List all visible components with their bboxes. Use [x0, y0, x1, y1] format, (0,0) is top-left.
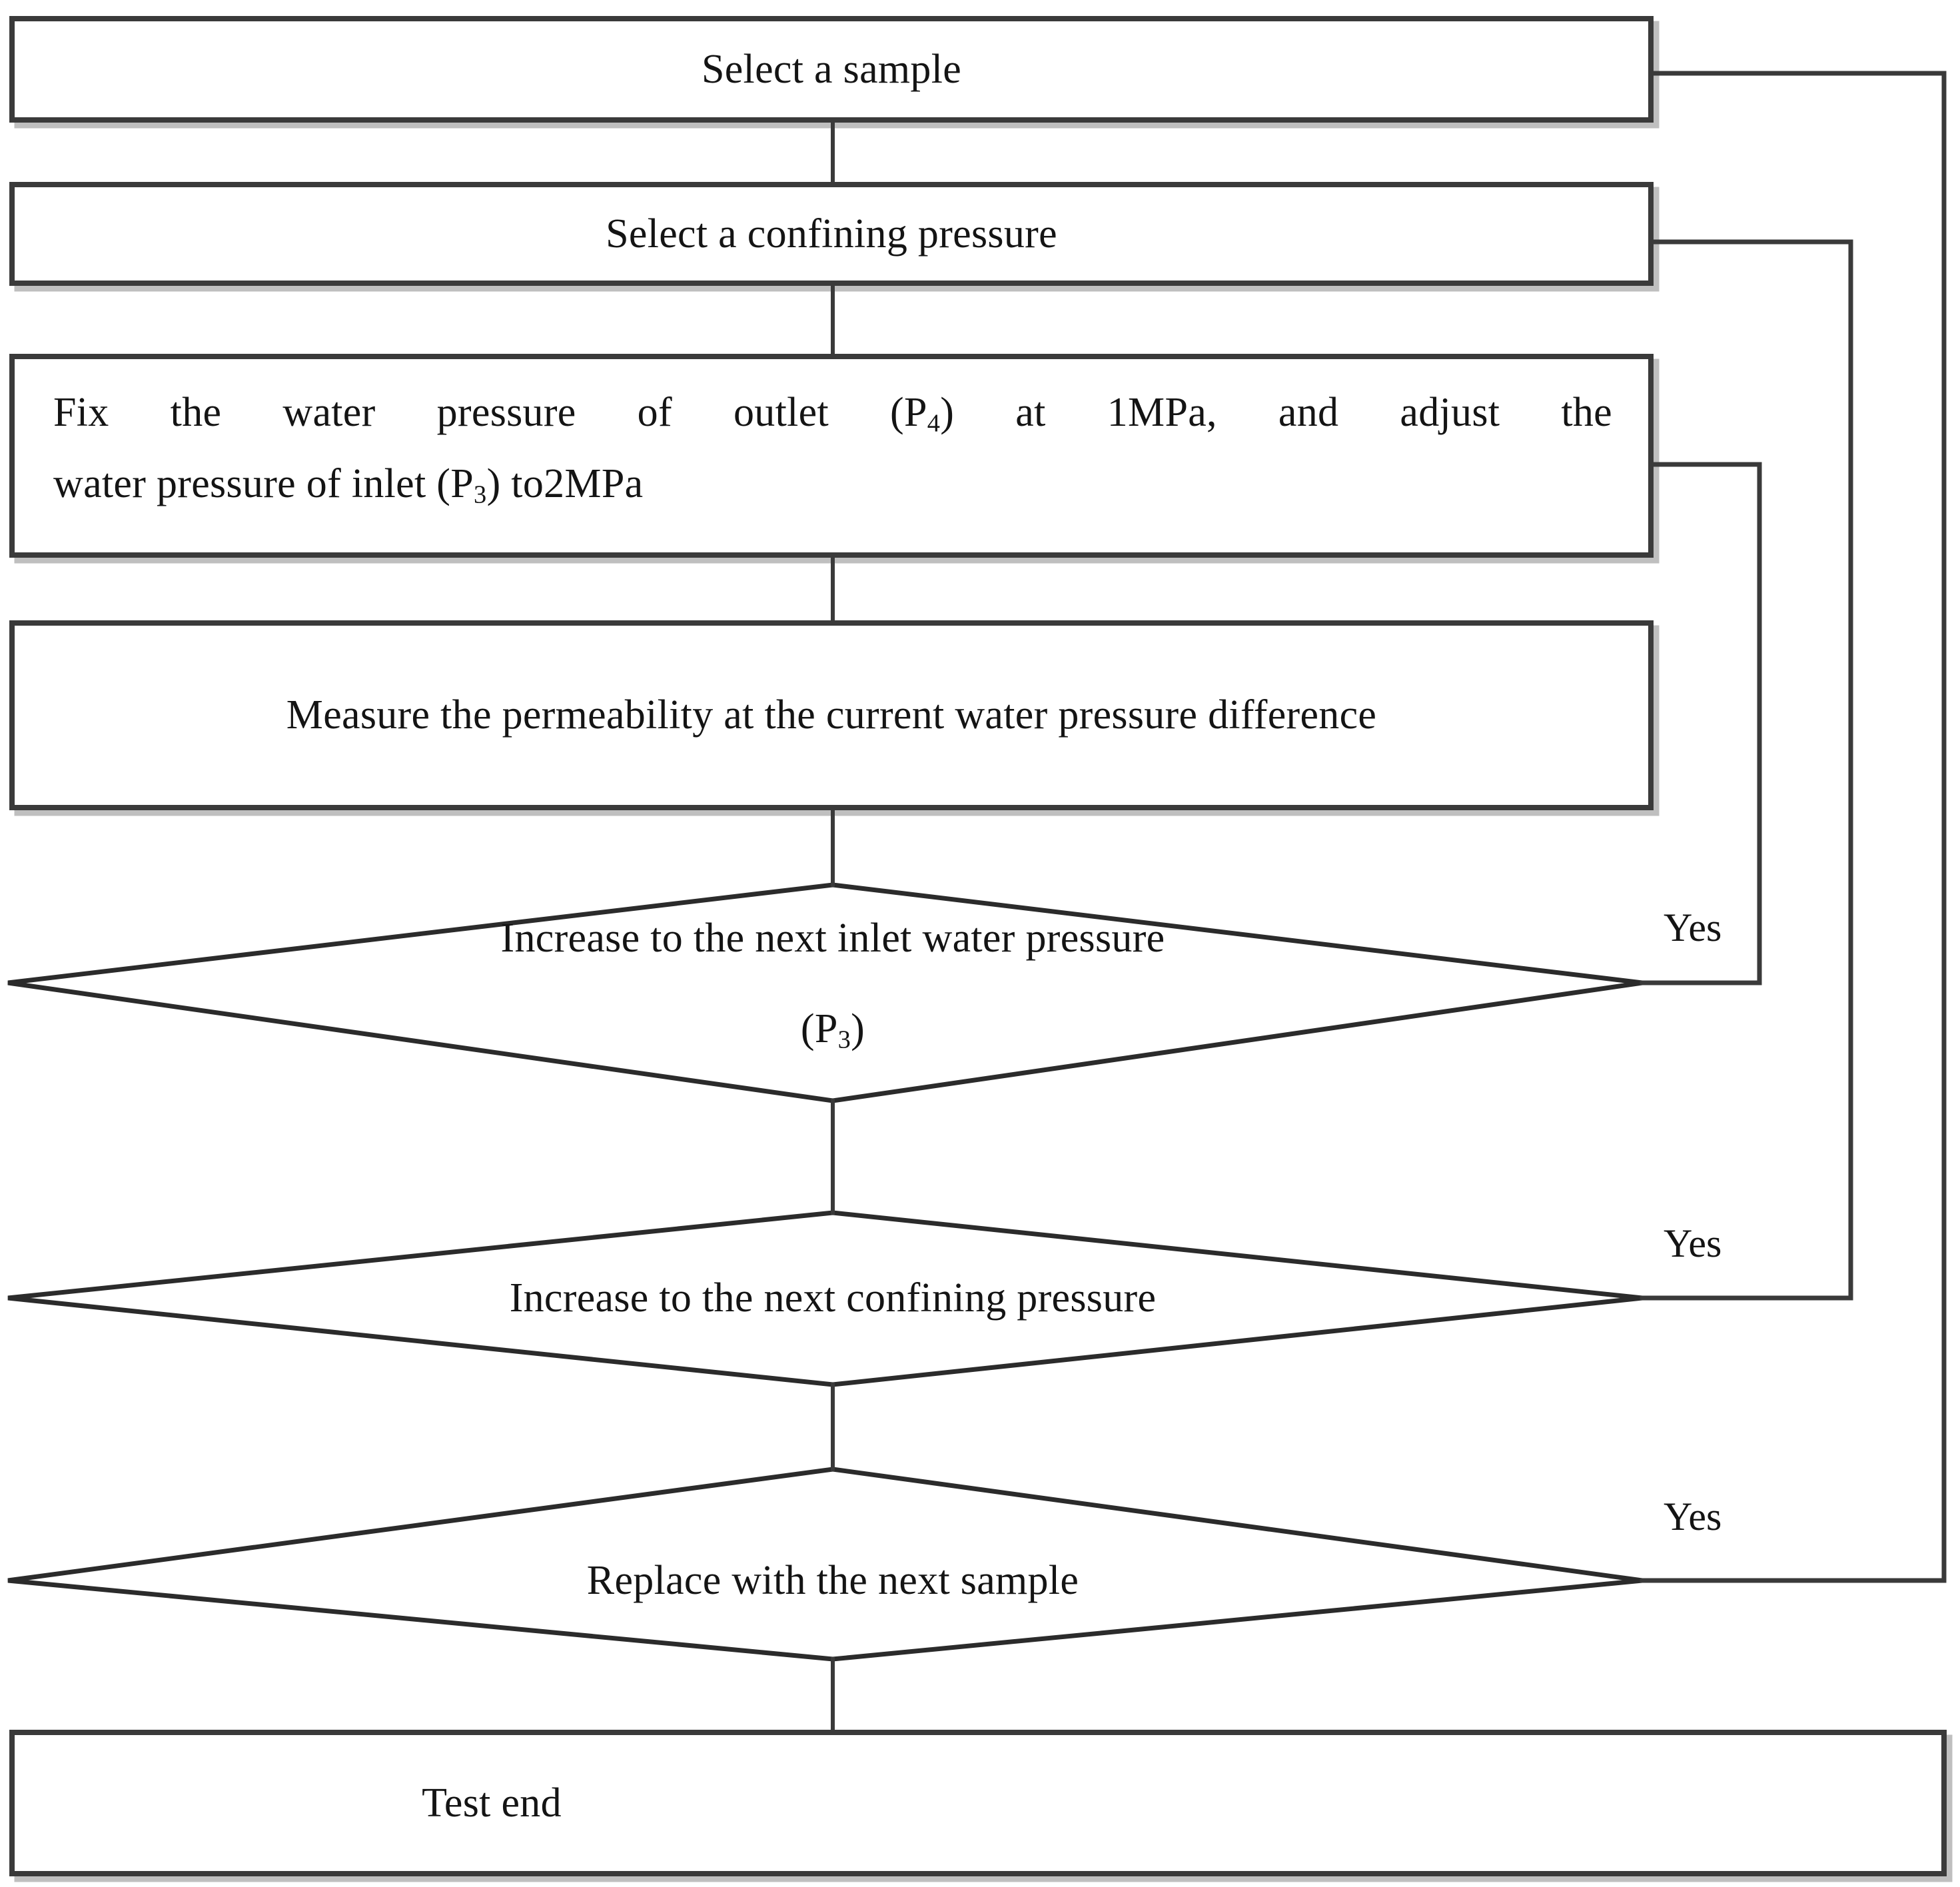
- decision-diamonds: [7, 882, 1643, 1662]
- process-boxes: [9, 16, 1947, 1876]
- box-test-end[interactable]: [9, 1730, 1947, 1876]
- diamond-increase-confining-pressure[interactable]: [7, 1210, 1643, 1387]
- loop-confining-yes: [1640, 239, 1853, 1301]
- feedback-loops: [1640, 71, 1947, 1583]
- box-fix-water-pressure[interactable]: [9, 354, 1654, 558]
- diamond-replace-next-sample[interactable]: [7, 1467, 1643, 1662]
- diamond-increase-inlet-water-pressure[interactable]: [7, 882, 1643, 1103]
- box-measure-permeability[interactable]: [9, 620, 1654, 810]
- box-select-sample[interactable]: [9, 16, 1654, 123]
- box-select-confining-pressure[interactable]: [9, 182, 1654, 286]
- loop-sample-yes: [1640, 71, 1947, 1583]
- loop-inlet-yes: [1640, 462, 1762, 985]
